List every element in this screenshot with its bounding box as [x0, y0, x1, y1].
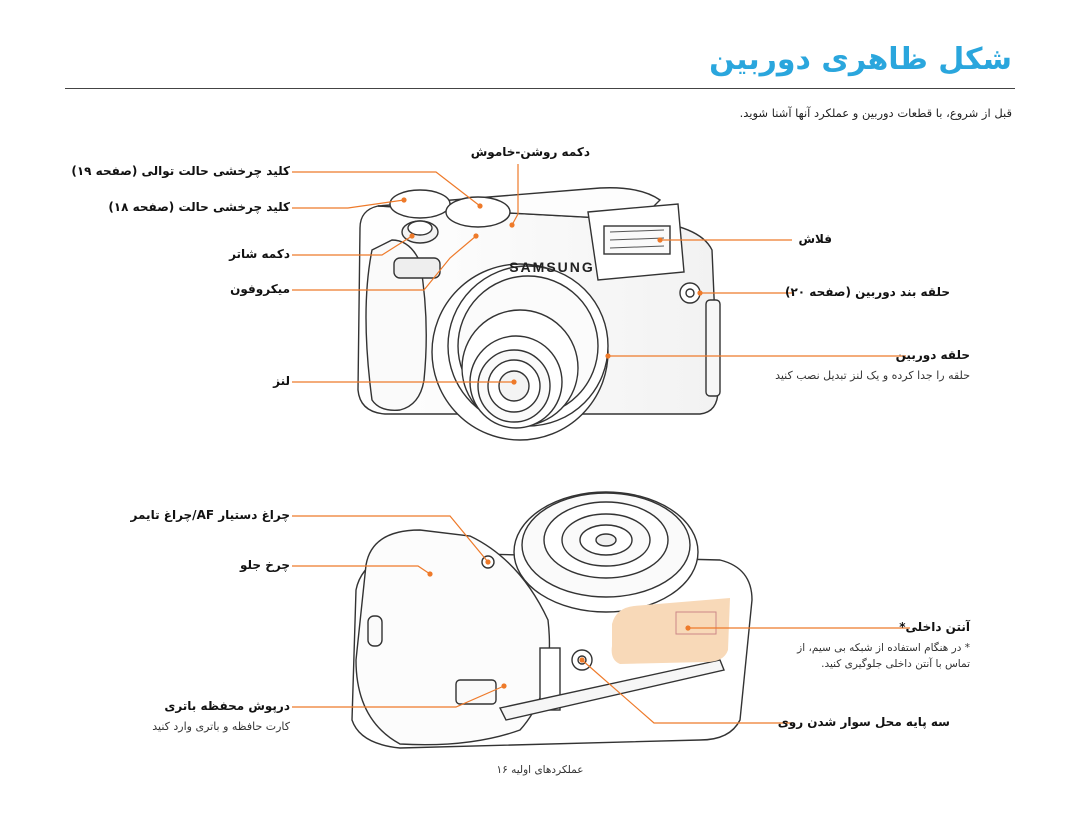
label-battery-door: درپوش محفظه باتری [164, 699, 290, 713]
brand-logo: SAMSUNG [509, 259, 595, 275]
page-footer: عملکردهای اولیه ۱۶ [496, 764, 584, 776]
title-divider [65, 88, 1015, 89]
label-lens-ring: حلقه دوربین [895, 348, 970, 362]
antenna-area [611, 598, 730, 664]
antenna-note-line-2: تماس با آنتن داخلی جلوگیری کنید. [821, 658, 970, 670]
label-strap-eyelet: حلقه بند دوربین (صفحه ۲۰) [784, 285, 950, 299]
lens-ring-note: حلقه را جدا کرده و یک لنز تبدیل نصب کنید [775, 369, 970, 382]
label-sequence-mode-dial: کلید چرخشی حالت توالی (صفحه ۱۹) [71, 164, 290, 178]
label-front-wheel: چرخ جلو [239, 558, 290, 572]
page-title: شکل ظاهری دوربین [709, 42, 1012, 77]
label-flash: فلاش [798, 232, 832, 246]
intro-text: قبل از شروع، با قطعات دوربین و عملکرد آن… [739, 106, 1012, 120]
camera-bottom-view [351, 491, 753, 749]
label-mode-dial: کلید چرخشی حالت (صفحه ۱۸) [108, 200, 290, 214]
label-internal-antenna: آنتن داخلی* [899, 620, 970, 634]
antenna-note-line-1: * در هنگام استفاده از شبکه بی سیم، از [797, 642, 970, 654]
label-af-assist-lamp: چراغ دستیار AF/چراغ تایمر [130, 508, 290, 522]
label-shutter-button: دکمه شاتر [229, 247, 290, 261]
battery-door-note: کارت حافظه و باتری وارد کنید [152, 720, 290, 733]
label-power-button: دکمه روشن-خاموش [470, 145, 590, 159]
label-lens: لنز [273, 374, 290, 388]
label-microphone: میکروفون [230, 282, 290, 296]
label-tripod-mount: سه پایه محل سوار شدن روی [777, 715, 950, 729]
camera-front-view [357, 187, 721, 441]
